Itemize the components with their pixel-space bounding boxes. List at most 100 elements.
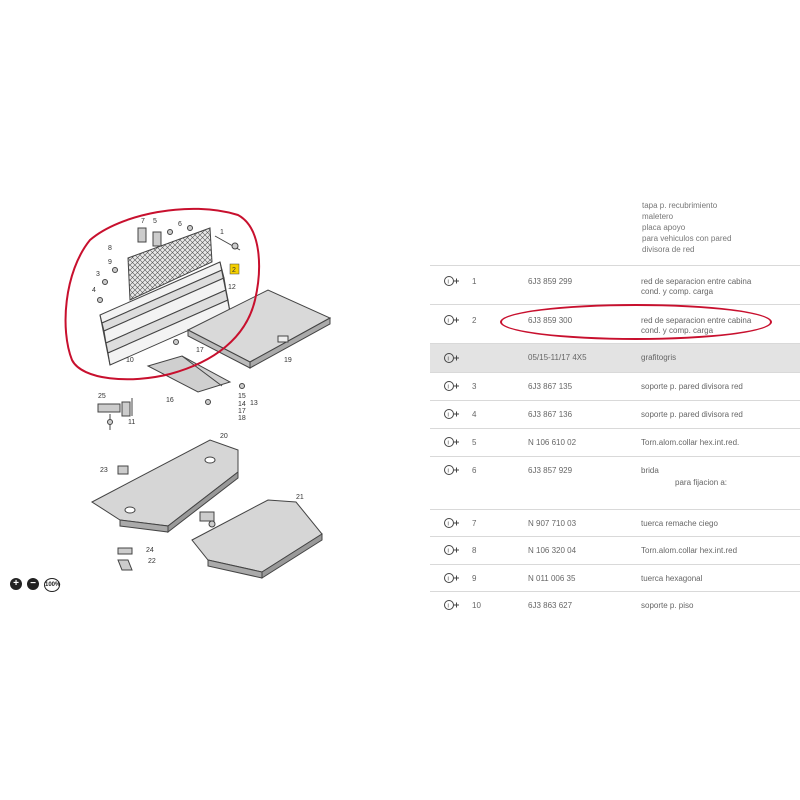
callout-17: 17 [196,347,204,354]
row-position: 5 [472,438,477,447]
info-plus-icon[interactable]: i [444,599,460,611]
table-row[interactable]: i 10 6J3 863 627 soporte p. piso [430,591,800,618]
header-line: placa apoyo [642,223,686,232]
floor-panel [186,289,332,369]
row-description: Torn.alom.collar hex.int.red. [641,438,740,447]
callout-19: 19 [284,357,292,364]
svg-text:i: i [448,357,449,363]
callout-18: 18 [238,415,246,422]
callout-14: 14 [238,401,246,408]
row-part-number: 6J3 867 136 [528,410,573,419]
info-plus-icon[interactable]: i [444,464,460,476]
row-part-number: N 011 006 35 [528,574,576,583]
row-position: 10 [472,601,481,610]
callout-12: 12 [228,284,236,291]
callout-10: 10 [126,357,134,364]
table-row[interactable]: i 9 N 011 006 35 tuerca hexagonal [430,564,800,591]
row-description-2: cond. y comp. carga [641,287,714,296]
net-fasteners [97,225,241,303]
header-line: para vehiculos con pared [642,234,732,243]
row-position: 1 [472,277,477,286]
row-subnote: para fijacion a: [675,478,728,487]
row-part-number: N 106 320 04 [528,546,577,555]
svg-text:i: i [448,577,449,583]
svg-text:i: i [448,413,449,419]
table-row[interactable]: i 8 N 106 320 04 Torn.alom.collar hex.in… [430,536,800,564]
zoom-in-button[interactable]: + [10,578,22,590]
callout-23: 23 [100,467,108,474]
callout-6: 6 [178,221,182,228]
callout-1: 1 [220,229,224,236]
svg-text:i: i [448,604,449,610]
row-part-number: 6J3 867 135 [528,382,573,391]
table-row[interactable]: i 1 6J3 859 299 red de separacion entre … [430,265,800,304]
row-description: tuerca remache ciego [641,519,718,528]
info-plus-icon[interactable]: i [444,408,460,420]
callout-22: 22 [148,558,156,565]
callout-4: 4 [92,287,96,294]
svg-text:i: i [448,319,449,325]
row-part-number: N 106 610 02 [528,438,577,447]
zoom-reset-button[interactable]: 100% [44,578,60,592]
table-row[interactable]: i 4 6J3 867 136 soporte p. pared divisor… [430,400,800,428]
info-plus-icon[interactable]: i [444,436,460,448]
row-description: Torn.alom.collar hex.int.red [641,546,738,555]
row-description: brida [641,466,659,475]
info-plus-icon[interactable]: i [444,517,460,529]
floor-cover-large [91,439,239,534]
row-position: 9 [472,574,477,583]
callout-13: 13 [250,400,258,407]
header-line: maletero [642,212,674,221]
annotation-circle-row-2 [500,304,772,340]
callout-16: 16 [166,397,174,404]
info-plus-icon[interactable]: i [444,380,460,392]
info-plus-icon[interactable]: i [444,314,460,326]
table-row[interactable]: i 3 6J3 867 135 soporte p. pared divisor… [430,372,800,400]
callout-5: 5 [153,218,157,225]
callout-15: 15 [238,393,246,400]
annotation-circle-net [64,207,261,381]
row-description: grafitogris [641,353,677,362]
row-part-number: 6J3 863 627 [528,601,573,610]
separation-net [99,227,231,366]
row-description: red de separacion entre cabina [641,277,752,286]
table-row[interactable]: i 7 N 907 710 03 tuerca remache ciego [430,509,800,536]
header-line: divisora de red [642,245,695,254]
info-plus-icon[interactable]: i [444,275,460,287]
callout-3: 3 [96,271,100,278]
callout-24: 24 [146,547,154,554]
info-plus-icon[interactable]: i [444,352,460,364]
row-date-range: 05/15-11/17 4X5 [528,353,587,362]
row-position: 3 [472,382,477,391]
row-part-number: 6J3 859 299 [528,277,573,286]
row-position: 7 [472,519,477,528]
header-line: tapa p. recubrimiento [642,201,718,210]
row-description: soporte p. pared divisora red [641,410,743,419]
info-plus-icon[interactable]: i [444,544,460,556]
svg-text:i: i [448,522,449,528]
row-part-number: N 907 710 03 [528,519,577,528]
clip-parts [117,465,216,571]
table-header: tapa p. recubrimiento maletero placa apo… [642,200,792,255]
table-row[interactable]: i 5 N 106 610 02 Torn.alom.collar hex.in… [430,428,800,456]
row-description: soporte p. pared divisora red [641,382,743,391]
row-part-number: 6J3 857 929 [528,466,573,475]
callout-7: 7 [141,218,145,225]
bracket-parts [97,339,245,430]
callout-8: 8 [108,245,112,252]
row-position: 6 [472,466,477,475]
callout-17b: 17 [238,408,246,415]
callout-21: 21 [296,494,304,501]
table-row-highlighted[interactable]: i 05/15-11/17 4X5 grafitogris [430,343,800,372]
parts-diagram[interactable]: 7 5 6 1 8 9 3 4 2 12 10 17 19 16 15 13 1… [0,0,420,620]
svg-text:i: i [448,385,449,391]
row-position: 4 [472,410,477,419]
callout-2: 2 [232,267,236,274]
callout-20: 20 [220,433,228,440]
info-plus-icon[interactable]: i [444,572,460,584]
table-row[interactable]: i 6 6J3 857 929 brida para fijacion a: [430,456,800,509]
part-2-badge [229,263,240,275]
zoom-out-button[interactable]: − [27,578,39,590]
callout-11: 11 [128,419,135,426]
svg-text:i: i [448,441,449,447]
